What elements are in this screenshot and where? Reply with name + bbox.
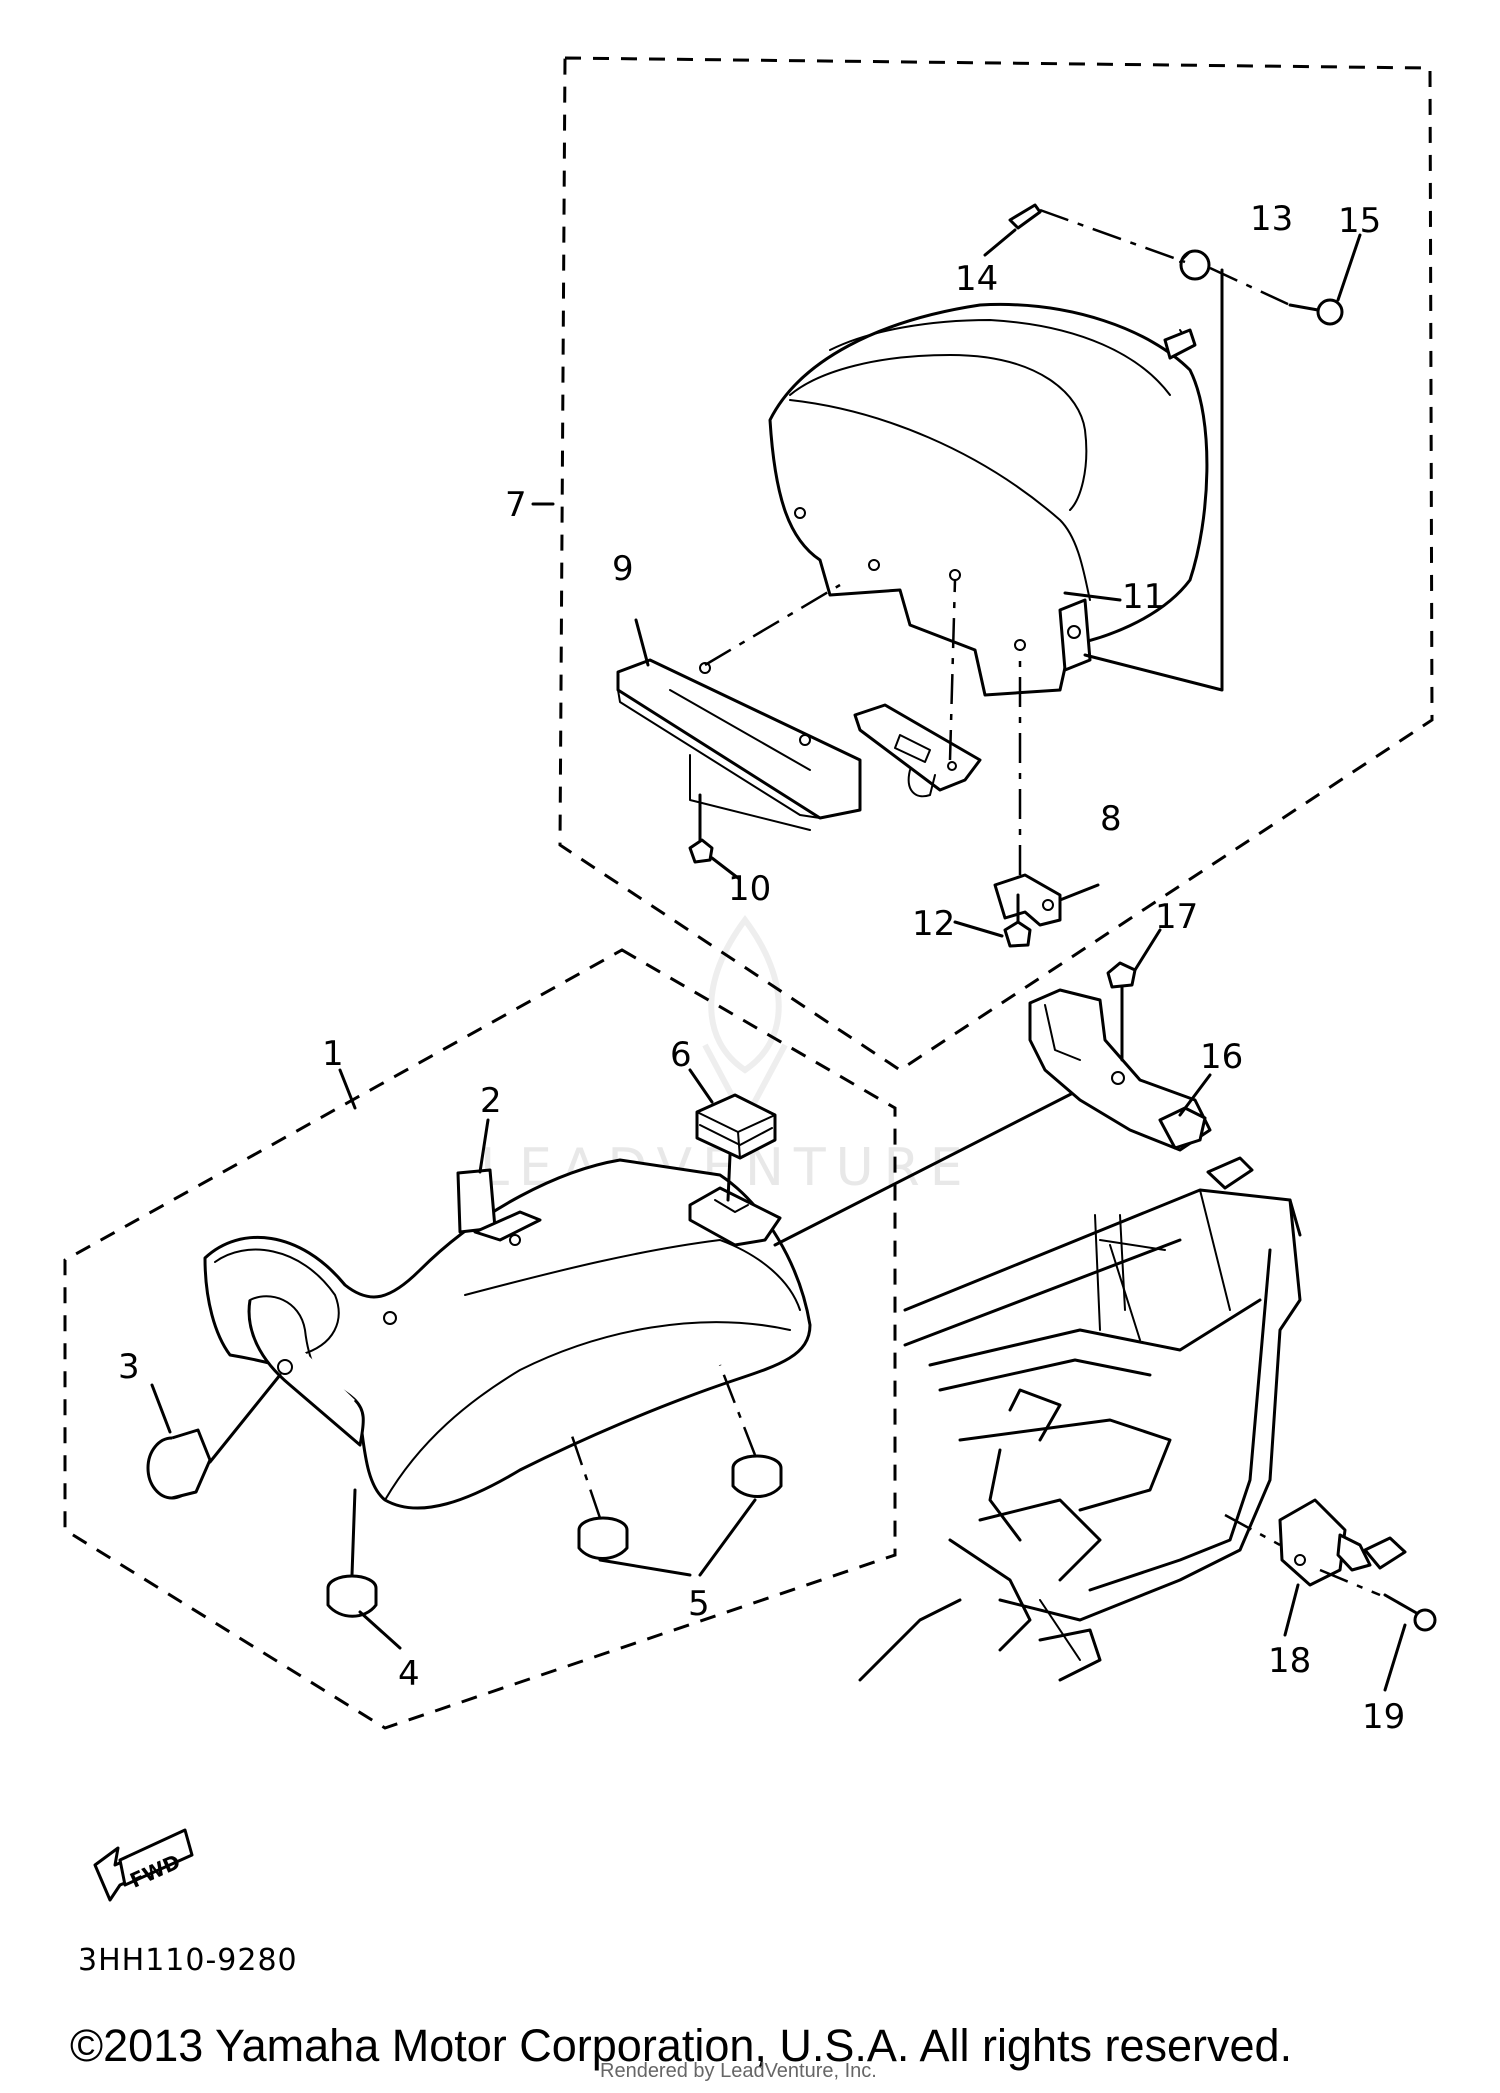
callout-16: 16 bbox=[1200, 1037, 1243, 1077]
damper-5a bbox=[577, 1516, 629, 1560]
leader-5a bbox=[598, 1558, 692, 1577]
collar-13 bbox=[1179, 249, 1211, 281]
rear-seat-11 bbox=[768, 302, 1209, 697]
key-lock-18 bbox=[1278, 1498, 1407, 1587]
callout-6: 6 bbox=[670, 1035, 692, 1075]
leader-15 bbox=[1336, 233, 1362, 302]
clip-14 bbox=[1008, 203, 1042, 230]
callout-11: 11 bbox=[1122, 577, 1165, 617]
front-seat-assembly-boundary bbox=[63, 948, 897, 1730]
tab-2 bbox=[456, 1168, 542, 1242]
leader-8 bbox=[1058, 883, 1100, 902]
rear-seat-assembly-boundary bbox=[558, 56, 1434, 1072]
leader-5b-seat bbox=[718, 1364, 757, 1456]
callout-9: 9 bbox=[612, 549, 634, 589]
leader-18-19 bbox=[1319, 1568, 1381, 1597]
front-seat-1 bbox=[203, 1158, 812, 1510]
leader-3 bbox=[150, 1383, 172, 1434]
leader-2 bbox=[478, 1118, 490, 1174]
callout-18: 18 bbox=[1268, 1641, 1311, 1681]
leader-4 bbox=[358, 1610, 402, 1650]
callout-19: 19 bbox=[1362, 1697, 1405, 1737]
damper-5b bbox=[731, 1454, 783, 1498]
bolt-10 bbox=[688, 793, 714, 864]
leader-18-frame bbox=[1224, 1513, 1281, 1547]
leader-1 bbox=[338, 1068, 357, 1110]
leader-9 bbox=[634, 618, 650, 667]
callout-14: 14 bbox=[955, 259, 998, 299]
leader-5a-seat bbox=[568, 1429, 602, 1519]
leader-13-11 bbox=[1083, 268, 1224, 692]
frame bbox=[858, 1188, 1302, 1682]
rubber-6 bbox=[695, 1093, 777, 1160]
leader-3-seat bbox=[208, 1373, 282, 1464]
callout-7: 7 bbox=[505, 485, 527, 525]
bracket-8 bbox=[993, 873, 1062, 927]
bolt-17 bbox=[1106, 961, 1137, 1062]
callout-12: 12 bbox=[912, 904, 955, 944]
damper-4 bbox=[326, 1574, 378, 1618]
leader-17 bbox=[1133, 928, 1162, 972]
leader-9-seat bbox=[704, 583, 841, 667]
leader-6-catch bbox=[726, 1153, 732, 1202]
leader-19 bbox=[1383, 1623, 1407, 1692]
callout-15: 15 bbox=[1338, 201, 1381, 241]
callout-17: 17 bbox=[1155, 897, 1198, 937]
callout-3: 3 bbox=[118, 1347, 140, 1387]
forward-arrow-icon: FWD bbox=[93, 1828, 194, 1902]
diagram-code: 3HH110-9280 bbox=[78, 1943, 298, 1978]
callout-5: 5 bbox=[688, 1584, 710, 1624]
bracket-9-shadow bbox=[689, 754, 811, 831]
bracket-9 bbox=[616, 658, 862, 820]
leader-6 bbox=[688, 1068, 714, 1104]
leader-14-13 bbox=[1039, 208, 1186, 264]
leader-18 bbox=[1283, 1583, 1300, 1637]
screw-15 bbox=[1288, 298, 1344, 326]
leader-catch-lock bbox=[773, 1090, 1077, 1247]
copyright-notice: ©2013 Yamaha Motor Corporation, U.S.A. A… bbox=[70, 2020, 1293, 2071]
bolt-12 bbox=[1003, 893, 1032, 948]
callout-10: 10 bbox=[728, 869, 771, 909]
seat-catch bbox=[688, 1186, 782, 1247]
callout-13: 13 bbox=[1250, 199, 1293, 239]
callout-2: 2 bbox=[480, 1081, 502, 1121]
callout-4: 4 bbox=[398, 1654, 420, 1694]
leader-14 bbox=[983, 228, 1017, 257]
leader-11 bbox=[1063, 591, 1122, 602]
seat-lock-16 bbox=[1028, 988, 1254, 1190]
leader-5b bbox=[698, 1498, 757, 1577]
leader-4-seat bbox=[350, 1488, 357, 1577]
render-credit: Rendered by LeadVenture, Inc. bbox=[600, 2060, 877, 2082]
damper-3 bbox=[146, 1428, 212, 1500]
leader-10 bbox=[710, 856, 740, 880]
callout-1: 1 bbox=[322, 1034, 344, 1074]
leader-16 bbox=[1178, 1073, 1212, 1117]
leader-12 bbox=[953, 920, 1004, 938]
latch-plate bbox=[853, 703, 982, 798]
screw-19 bbox=[1383, 1593, 1437, 1632]
callout-8: 8 bbox=[1100, 799, 1122, 839]
